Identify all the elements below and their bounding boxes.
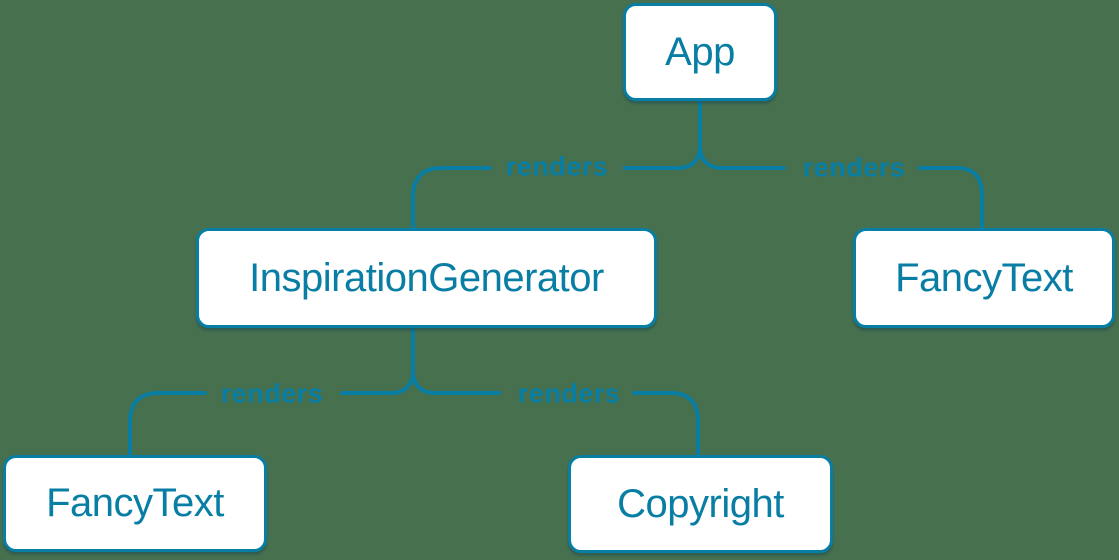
edge-label-renders-app-fancy-text: renders (802, 152, 906, 183)
node-copyright: Copyright (568, 455, 833, 553)
node-inspiration-generator: InspirationGenerator (196, 228, 657, 328)
node-app: App (623, 3, 777, 101)
edge-label-renders-app-inspiration: renders (505, 151, 609, 182)
edge-label-renders-inspiration-copyright: renders (517, 378, 621, 409)
node-inspiration-generator-label: InspirationGenerator (249, 255, 604, 300)
node-fancy-text-left: FancyText (3, 455, 267, 552)
node-app-label: App (665, 29, 735, 74)
edge-label-renders-inspiration-fancy-text: renders (220, 378, 324, 409)
node-fancy-text-right: FancyText (853, 228, 1115, 328)
node-fancy-text-right-label: FancyText (895, 255, 1073, 300)
node-fancy-text-left-label: FancyText (46, 481, 224, 525)
node-copyright-label: Copyright (617, 481, 784, 526)
